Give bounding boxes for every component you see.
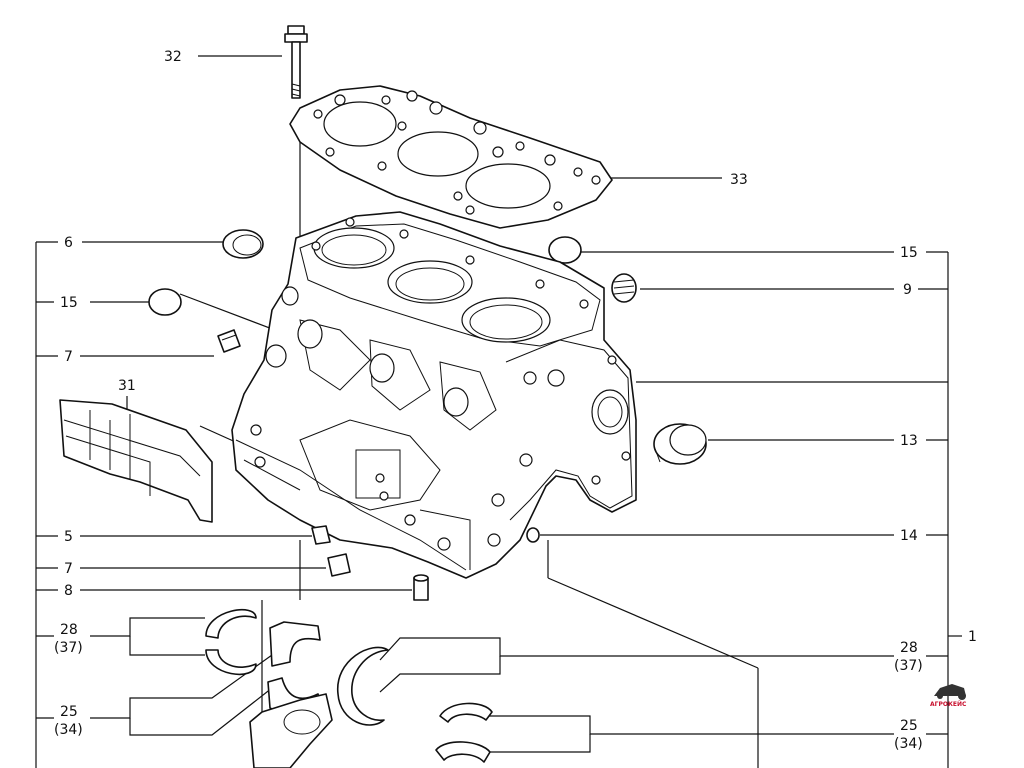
callout-34-right: (34) [894,736,923,752]
tractor-icon [934,684,966,696]
callout-13: 13 [900,433,918,449]
callout-32: 32 [164,49,182,65]
callout-31: 31 [118,378,136,394]
thrust-washer-parts-left [205,609,257,676]
callout-labels: 32 33 6 15 15 9 7 31 13 5 14 7 8 1 28 (3… [54,49,977,752]
cylinder-block-part [231,211,637,579]
callout-8: 8 [64,583,73,599]
main-bearing-parts-left [249,621,333,768]
small-plug-part-top [217,329,241,353]
callout-28-right: 28 [900,640,918,656]
side-cover-part [59,399,213,523]
callout-33: 33 [730,172,748,188]
watermark-logo: АГРОКЕЙС [930,684,967,708]
camshaft-bushing-part [653,423,707,465]
oil-fitting-part [611,273,637,303]
callout-7-bottom: 7 [64,561,73,577]
callout-37-right: (37) [894,658,923,674]
callout-15-right: 15 [900,245,918,261]
callout-25-left: 25 [60,704,78,720]
head-gasket-part [289,85,613,229]
callout-5: 5 [64,529,73,545]
logo-text: АГРОКЕЙС [930,700,967,708]
main-bearing-parts-right [435,702,493,763]
thrust-washer-parts-right [337,646,389,726]
plug-part-14 [526,527,540,543]
callout-7-top: 7 [64,349,73,365]
callout-15-left: 15 [60,295,78,311]
expansion-plug-parts [148,229,582,316]
callout-34-left: (34) [54,722,83,738]
callout-6: 6 [64,235,73,251]
lower-plug-parts [311,525,429,601]
callout-28-left: 28 [60,622,78,638]
callout-1: 1 [968,629,977,645]
callout-9: 9 [903,282,912,298]
callout-14: 14 [900,528,918,544]
callout-37-left: (37) [54,640,83,656]
callout-25-right: 25 [900,718,918,734]
